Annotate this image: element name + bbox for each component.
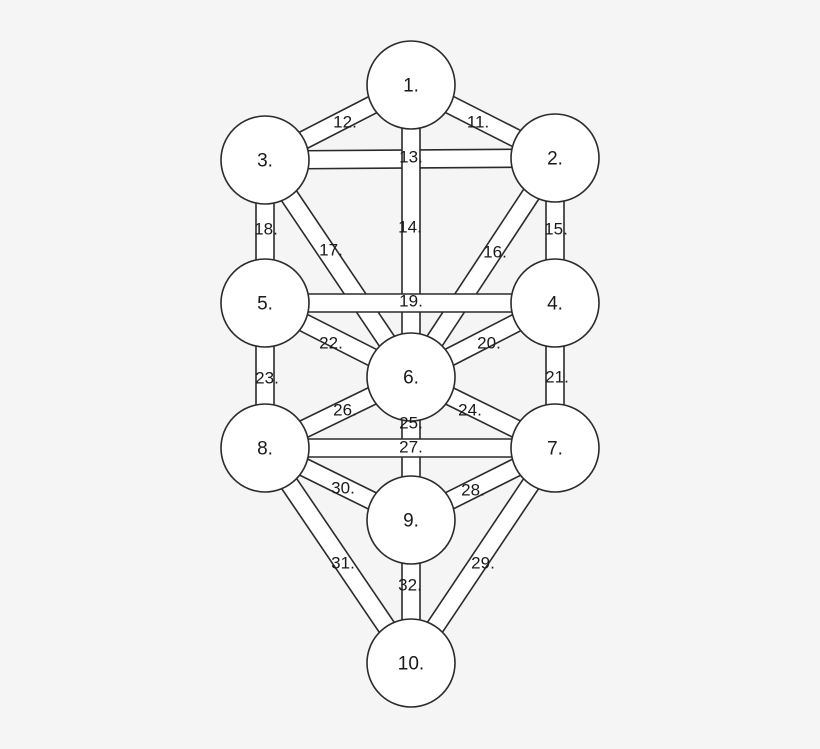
path-label-14: 14.	[398, 218, 422, 237]
path-label-18: 18.	[254, 220, 278, 239]
path-label-23: 23.	[255, 369, 279, 388]
sephira-label-5: 5.	[257, 294, 273, 315]
path-label-27: 27.	[399, 438, 423, 457]
sephira-node-10[interactable]: 10.	[366, 618, 456, 708]
sephira-label-4: 4.	[547, 294, 563, 315]
path-label-24: 24.	[458, 401, 482, 420]
path-label-15: 15.	[544, 220, 568, 239]
sephira-node-9[interactable]: 9.	[366, 475, 456, 565]
path-label-20: 20.	[477, 334, 501, 353]
path-label-11: 11.	[467, 113, 489, 132]
sephira-node-6[interactable]: 6.	[366, 332, 456, 422]
sephira-circle-4[interactable]	[510, 258, 600, 348]
sephira-circle-6[interactable]	[366, 332, 456, 422]
sephira-label-8: 8.	[257, 439, 273, 460]
paths-layer	[255, 93, 565, 638]
nodes-layer: 1. 2. 3. 4. 5. 6. 7. 8. 9. 10.	[220, 40, 600, 708]
sephira-node-4[interactable]: 4.	[510, 258, 600, 348]
path-label-29: 29.	[471, 554, 495, 573]
sephira-label-9: 9.	[403, 511, 419, 532]
path-label-22: 22.	[319, 334, 343, 353]
path-label-26: 26.	[333, 401, 357, 420]
path-label-30: 30.	[331, 479, 355, 498]
sephira-label-3: 3.	[257, 151, 273, 172]
sephira-circle-7[interactable]	[510, 403, 600, 493]
sephira-node-7[interactable]: 7.	[510, 403, 600, 493]
path-labels-layer: 11. 12. 13. 14. 15. 16. 17. 18. 19. 20. 21. 22. 23. 2…	[254, 113, 569, 595]
sephira-node-1[interactable]: 1.	[366, 40, 456, 130]
sephira-circle-3[interactable]	[220, 115, 310, 205]
path-label-13: 13.	[399, 148, 423, 167]
path-label-28: 28.	[461, 481, 485, 500]
sephira-node-5[interactable]: 5.	[220, 258, 310, 348]
path-label-21: 21.	[545, 368, 569, 387]
sephira-circle-5[interactable]	[220, 258, 310, 348]
sephira-node-8[interactable]: 8.	[220, 403, 310, 493]
path-label-31: 31.	[331, 554, 355, 573]
path-label-17: 17.	[319, 241, 343, 260]
sephira-circle-9[interactable]	[366, 475, 456, 565]
sephira-node-2[interactable]: 2.	[510, 113, 600, 203]
sephira-circle-10[interactable]	[366, 618, 456, 708]
path-label-32: 32.	[398, 576, 422, 595]
path-label-19: 19.	[399, 292, 423, 311]
sephira-circle-8[interactable]	[220, 403, 310, 493]
sephira-label-10: 10.	[398, 654, 424, 675]
sephira-label-1: 1.	[403, 76, 419, 97]
sephira-label-7: 7.	[547, 439, 563, 460]
path-label-16: 16.	[483, 243, 507, 262]
sephira-circle-1[interactable]	[366, 40, 456, 130]
sephira-node-3[interactable]: 3.	[220, 115, 310, 205]
sephira-label-2: 2.	[547, 149, 563, 170]
path-label-25: 25.	[399, 414, 423, 433]
path-label-12: 12.	[333, 113, 357, 132]
sephira-circle-2[interactable]	[510, 113, 600, 203]
sephira-label-6: 6.	[403, 368, 419, 389]
